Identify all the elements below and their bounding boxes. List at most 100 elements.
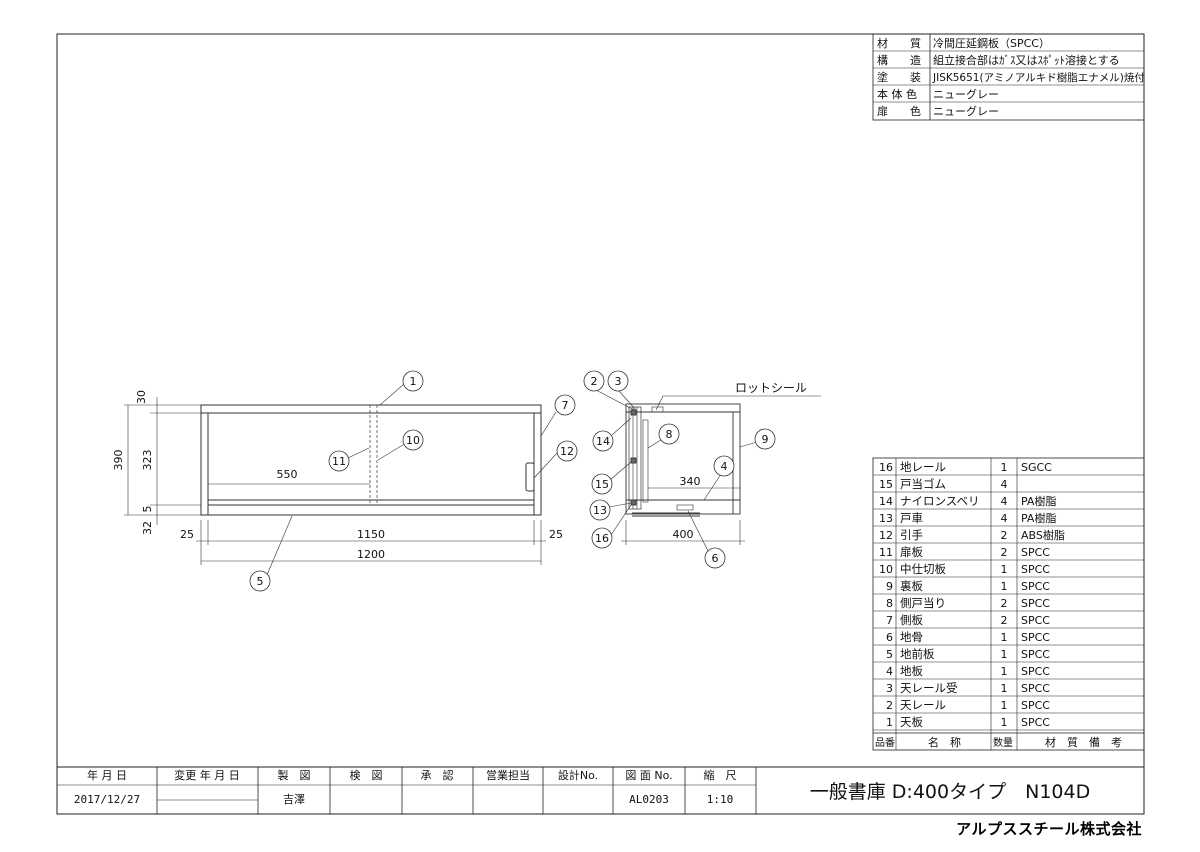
side-dims: ロットシール 340 400 [673, 381, 808, 541]
part-qty: 1 [1001, 716, 1008, 729]
part-name: 扉板 [900, 545, 923, 559]
handle-shape [525, 462, 535, 492]
part-material: SPCC [1021, 546, 1050, 559]
part-qty: 1 [1001, 631, 1008, 644]
part-material: SPCC [1021, 699, 1050, 712]
balloon-label: 16 [595, 532, 609, 545]
parts-header-qty: 数量 [993, 736, 1013, 749]
spec-value: JISK5651(アミノアルキド樹脂エナメル)焼付 [932, 71, 1145, 84]
part-qty: 2 [1001, 597, 1008, 610]
spec-key: 本 体 色 [877, 87, 917, 101]
date-label: 年 月 日 [87, 768, 127, 782]
dim-340: 340 [680, 475, 701, 488]
part-qty: 1 [1001, 665, 1008, 678]
front-view [124, 397, 546, 565]
part-name: 天レール [900, 698, 946, 712]
dim-400: 400 [673, 528, 694, 541]
part-qty: 1 [1001, 648, 1008, 661]
dim-25-left: 25 [180, 528, 194, 541]
part-material: SPCC [1021, 631, 1050, 644]
part-name: 天板 [900, 715, 923, 729]
spec-key: 扉 色 [877, 104, 921, 118]
drawing-no-value: AL0203 [629, 793, 669, 806]
checked-label: 検 図 [350, 768, 383, 782]
spec-key: 塗 装 [877, 70, 921, 84]
part-name: 地骨 [900, 630, 923, 644]
sales-label: 営業担当 [486, 768, 530, 782]
front-balloons: 1 7 10 11 12 5 [249, 370, 578, 592]
spec-value: ニューグレー [933, 104, 999, 118]
cabinet-outline [200, 404, 542, 516]
design-no-label: 設計No. [558, 768, 598, 782]
part-material: SPCC [1021, 563, 1050, 576]
part-name: 地板 [900, 664, 923, 678]
balloon [658, 423, 680, 445]
part-qty: 1 [1001, 699, 1008, 712]
dim-550: 550 [277, 468, 298, 481]
drawn-label: 製 図 [278, 768, 311, 782]
part-number: 5 [886, 648, 893, 661]
balloon [554, 394, 576, 416]
balloon [591, 527, 613, 549]
balloon-label: 5 [257, 575, 264, 588]
approved-label: 承 認 [421, 768, 454, 782]
part-material: SPCC [1021, 716, 1050, 729]
scale-value: 1:10 [707, 793, 734, 806]
part-number: 2 [886, 699, 893, 712]
balloon-label: 4 [721, 460, 728, 473]
drawing-title: 一般書庫 D:400タイプ N104D [810, 781, 1090, 803]
balloon [592, 430, 614, 452]
dim-1150: 1150 [357, 528, 385, 541]
part-number: 10 [879, 563, 893, 576]
part-qty: 1 [1001, 563, 1008, 576]
part-material: SPCC [1021, 597, 1050, 610]
balloon-label: 13 [593, 504, 607, 517]
part-name: ナイロンスベリ [900, 494, 979, 508]
spec-value: 組立接合部はｶﾞｽ又はｽﾎﾟｯﾄ溶接とする [933, 53, 1120, 67]
side-dims-lines [595, 389, 821, 554]
dim-30: 30 [135, 390, 148, 404]
part-material: SPCC [1021, 648, 1050, 661]
part-number: 1 [886, 716, 893, 729]
part-qty: 2 [1001, 614, 1008, 627]
part-name: 引手 [900, 528, 923, 542]
parts-header-material: 材 質 備 考 [1045, 735, 1122, 749]
balloon-label: 2 [591, 375, 598, 388]
part-number: 7 [886, 614, 893, 627]
part-qty: 1 [1001, 682, 1008, 695]
part-qty: 4 [1001, 495, 1008, 508]
part-name: 中仕切板 [900, 562, 946, 576]
balloon-label: 14 [596, 435, 610, 448]
part-material: SPCC [1021, 580, 1050, 593]
part-qty: 1 [1001, 461, 1008, 474]
parts-header-no: 品番 [875, 737, 895, 749]
part-name: 側板 [900, 613, 923, 627]
part-qty: 1 [1001, 580, 1008, 593]
front-dims: 30 390 323 5 32 550 25 1150 25 1200 [112, 390, 563, 561]
part-number: 15 [879, 478, 893, 491]
part-name: 側戸当り [900, 596, 946, 610]
dim-5: 5 [141, 506, 154, 513]
part-number: 3 [886, 682, 893, 695]
balloon [591, 473, 613, 495]
part-name: 戸車 [900, 511, 923, 525]
spec-value: 冷間圧延鋼板（SPCC） [933, 36, 1050, 50]
part-name: 戸当ゴム [900, 477, 946, 491]
balloon-label: 15 [595, 478, 609, 491]
part-material: PA樹脂 [1021, 494, 1056, 508]
spec-value: ニューグレー [933, 87, 999, 101]
part-qty: 2 [1001, 546, 1008, 559]
company-logo: アルプススチール株式会社 [956, 820, 1142, 838]
lot-seal-label: ロットシール [735, 381, 807, 395]
part-material: SPCC [1021, 665, 1050, 678]
dim-390: 390 [112, 450, 125, 471]
balloon [589, 499, 611, 521]
part-name: 地前板 [900, 647, 935, 661]
drawing-no-label: 図 面 No. [625, 769, 672, 782]
balloon [607, 370, 629, 392]
part-qty: 4 [1001, 512, 1008, 525]
balloon-label: 8 [666, 428, 673, 441]
part-qty: 4 [1001, 478, 1008, 491]
